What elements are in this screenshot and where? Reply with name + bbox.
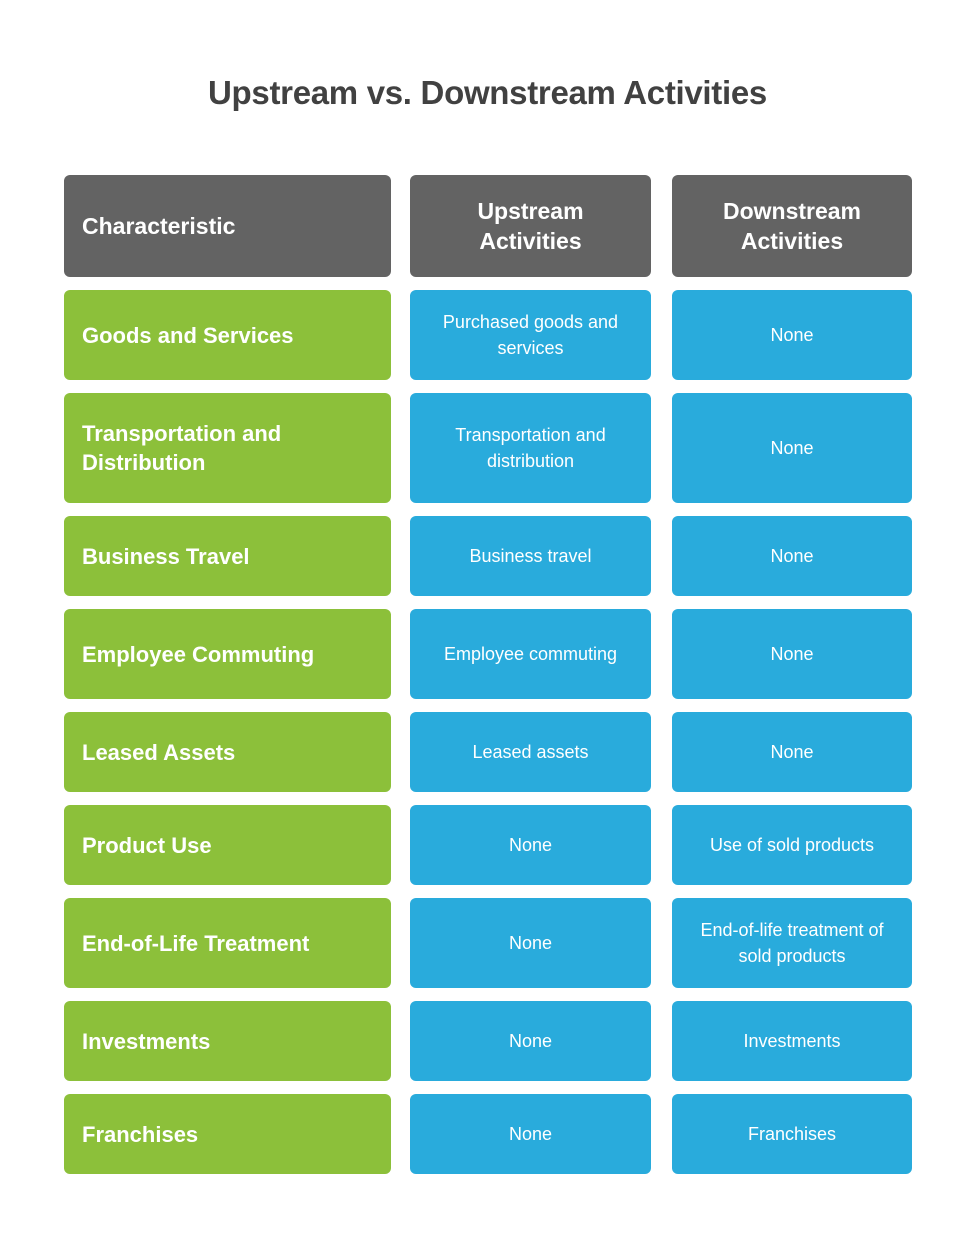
row-downstream-cell: None	[672, 290, 912, 380]
row-characteristic-label: Franchises	[82, 1121, 199, 1147]
row-downstream-cell: None	[672, 712, 912, 792]
row-characteristic-label: Business Travel	[82, 543, 250, 569]
row-downstream-cell: Investments	[672, 1001, 912, 1081]
row-upstream-label: None	[508, 835, 553, 855]
row-upstream-cell: None	[410, 1094, 651, 1174]
row-characteristic-label: Investments	[82, 1028, 211, 1054]
table-row: Franchises None Franchises	[64, 1094, 912, 1174]
row-upstream-label: None	[508, 933, 553, 953]
table-row: Employee Commuting Employee commuting No…	[64, 609, 912, 699]
row-characteristic-label: Product Use	[82, 832, 212, 858]
row-characteristic-cell: Employee Commuting	[64, 609, 391, 699]
row-upstream-cell: Leased assets	[410, 712, 651, 792]
table-row: End-of-Life Treatment None End-of-life t…	[64, 898, 912, 988]
row-characteristic-cell: Goods and Services	[64, 290, 391, 380]
comparison-table: Characteristic Upstream Activities Downs…	[64, 175, 912, 1174]
row-characteristic-label: Goods and Services	[82, 322, 294, 348]
row-downstream-label: Use of sold products	[709, 835, 875, 855]
row-upstream-label: None	[508, 1031, 553, 1051]
table-row: Product Use None Use of sold products	[64, 805, 912, 885]
header-cell-downstream: Downstream Activities	[672, 175, 912, 277]
row-upstream-cell: None	[410, 1001, 651, 1081]
row-upstream-cell: Business travel	[410, 516, 651, 596]
row-upstream-cell: None	[410, 805, 651, 885]
row-characteristic-label: Leased Assets	[82, 739, 236, 765]
header-label-characteristic: Characteristic	[82, 212, 236, 239]
header-cell-upstream: Upstream Activities	[410, 175, 651, 277]
table-row: Goods and Services Purchased goods and s…	[64, 290, 912, 380]
row-upstream-label: Leased assets	[472, 742, 589, 762]
row-upstream-cell: Transportation and distribution	[410, 393, 651, 503]
row-upstream-cell: Employee commuting	[410, 609, 651, 699]
row-upstream-label: Transportation and distribution	[455, 425, 606, 471]
row-characteristic-cell: Business Travel	[64, 516, 391, 596]
table-row: Leased Assets Leased assets None	[64, 712, 912, 792]
row-characteristic-label: Transportation and Distribution	[82, 421, 282, 475]
row-downstream-cell: Franchises	[672, 1094, 912, 1174]
table-row: Investments None Investments	[64, 1001, 912, 1081]
row-downstream-label: None	[770, 644, 814, 664]
page-title: Upstream vs. Downstream Activities	[208, 74, 767, 111]
row-downstream-cell: Use of sold products	[672, 805, 912, 885]
row-characteristic-cell: End-of-Life Treatment	[64, 898, 391, 988]
row-characteristic-cell: Product Use	[64, 805, 391, 885]
row-characteristic-label: Employee Commuting	[82, 641, 315, 667]
row-downstream-label: None	[770, 325, 814, 345]
row-downstream-cell: End-of-life treatment of sold products	[672, 898, 912, 988]
row-characteristic-cell: Transportation and Distribution	[64, 393, 391, 503]
header-label-downstream: Downstream Activities	[722, 198, 862, 254]
table-header-row: Characteristic Upstream Activities Downs…	[64, 175, 912, 277]
row-downstream-label: End-of-life treatment of sold products	[700, 920, 884, 966]
table-row: Transportation and Distribution Transpor…	[64, 393, 912, 503]
row-characteristic-cell: Leased Assets	[64, 712, 391, 792]
row-upstream-label: Employee commuting	[443, 644, 618, 664]
row-upstream-label: Business travel	[469, 546, 592, 566]
row-downstream-label: None	[770, 546, 814, 566]
row-upstream-label: Purchased goods and services	[442, 312, 619, 358]
row-downstream-cell: None	[672, 609, 912, 699]
row-upstream-cell: Purchased goods and services	[410, 290, 651, 380]
row-downstream-cell: None	[672, 393, 912, 503]
row-upstream-cell: None	[410, 898, 651, 988]
row-downstream-label: Investments	[743, 1031, 841, 1051]
header-cell-characteristic: Characteristic	[64, 175, 391, 277]
row-downstream-label: None	[770, 742, 814, 762]
row-downstream-cell: None	[672, 516, 912, 596]
row-upstream-label: None	[508, 1124, 553, 1144]
row-characteristic-cell: Franchises	[64, 1094, 391, 1174]
row-downstream-label: None	[770, 438, 814, 458]
row-characteristic-label: End-of-Life Treatment	[82, 930, 310, 956]
table-row: Business Travel Business travel None	[64, 516, 912, 596]
header-label-upstream: Upstream Activities	[477, 198, 584, 254]
row-downstream-label: Franchises	[747, 1124, 837, 1144]
row-characteristic-cell: Investments	[64, 1001, 391, 1081]
